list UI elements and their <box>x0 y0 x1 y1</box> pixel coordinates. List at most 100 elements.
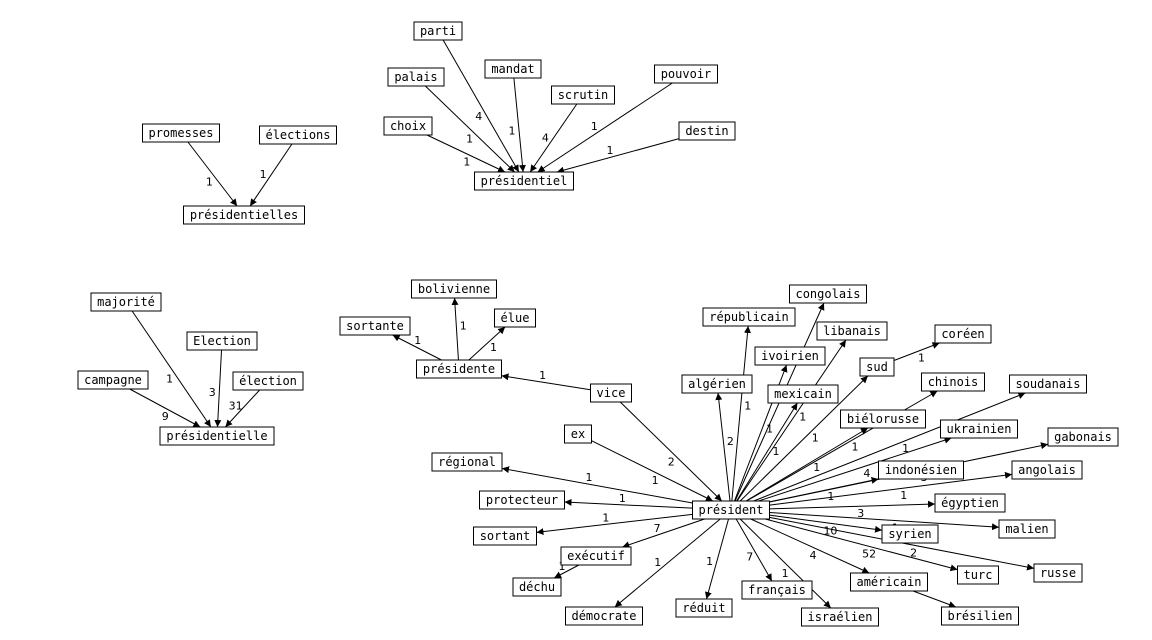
node-label: syrien <box>888 527 931 541</box>
node-box <box>90 292 162 312</box>
node-box <box>654 64 718 84</box>
node-destin: destin <box>678 121 736 141</box>
node-box <box>551 85 615 105</box>
edge-weight-label: 1 <box>852 441 859 454</box>
edge-weight-label: 1 <box>591 120 598 133</box>
node-box <box>1011 460 1083 480</box>
node-box <box>473 526 537 546</box>
node-americain: américain <box>850 572 928 592</box>
edge-arrow <box>129 388 201 428</box>
node-sortant: sortant <box>473 526 537 546</box>
edge-weight-label: 7 <box>746 551 753 564</box>
node-israelien: israélien <box>801 607 879 627</box>
node-box <box>934 324 992 344</box>
node-label: palais <box>394 70 437 84</box>
node-label: sortante <box>346 319 404 333</box>
node-label: soudanais <box>1015 377 1080 391</box>
edge-weight-label: 1 <box>812 431 819 444</box>
node-box <box>159 426 275 446</box>
node-label: campagne <box>84 373 142 387</box>
edge-executif-dechu <box>553 564 580 579</box>
node-soudanais: soudanais <box>1009 374 1087 394</box>
node-presidentielles: présidentielles <box>183 205 305 225</box>
node-bolivienne: bolivienne <box>411 279 497 299</box>
node-box <box>934 493 1006 513</box>
node-box <box>940 419 1018 439</box>
edge-arrow <box>392 334 442 361</box>
edge-president-reduit <box>704 518 730 600</box>
edge-arrow <box>736 339 847 502</box>
edge-weight-label: 1 <box>463 156 470 169</box>
node-label: réduit <box>682 601 725 615</box>
node-box <box>921 372 985 392</box>
edge-majorite-presidentielle <box>131 310 212 428</box>
edge-mandat-presidentiel <box>513 77 526 173</box>
node-box <box>801 607 879 627</box>
edge-president-americain <box>750 518 870 574</box>
edge-weight-label: 1 <box>799 410 806 423</box>
edge-arrow <box>746 390 938 502</box>
edge-arrow <box>614 518 721 608</box>
node-box <box>859 357 895 377</box>
node-chinois: chinois <box>921 372 985 392</box>
node-Election: Election <box>186 331 258 351</box>
node-box <box>232 371 304 391</box>
edge-weight-label: 4 <box>810 549 817 562</box>
node-ex: ex <box>564 424 592 444</box>
node-label: majorité <box>97 295 155 309</box>
edge-weight-label: 2 <box>727 435 734 448</box>
node-francais: français <box>741 580 813 600</box>
edge-weight-label: 1 <box>414 334 421 347</box>
node-box <box>767 384 839 404</box>
node-box <box>998 519 1056 539</box>
edge-arrow <box>704 518 730 600</box>
edge-arrow <box>765 518 958 572</box>
edge-choix-presidentiel <box>426 134 506 173</box>
edge-weight-label: 1 <box>619 492 626 505</box>
edge-arrow <box>501 373 591 391</box>
node-box <box>387 67 445 87</box>
edge-scrutin-presidentiel <box>529 103 578 173</box>
edge-arrow <box>715 392 731 502</box>
edge-president-democrate <box>614 518 721 608</box>
node-label: républicain <box>709 310 788 324</box>
node-box <box>142 123 220 143</box>
node-label: scrutin <box>558 88 609 102</box>
node-box <box>881 524 939 544</box>
edge-presidente-elue <box>468 326 506 361</box>
node-box <box>1009 374 1087 394</box>
edge-arrow <box>529 103 578 173</box>
node-presidentielle: présidentielle <box>159 426 275 446</box>
node-box <box>840 409 926 429</box>
edge-president-angolais <box>769 471 1013 506</box>
edge-arrow <box>769 500 936 510</box>
edge-weight-label: 1 <box>772 445 779 458</box>
edge-palais-presidentiel <box>424 85 516 173</box>
node-russe: russe <box>1033 563 1083 583</box>
node-box <box>878 460 964 480</box>
node-scrutin: scrutin <box>551 85 615 105</box>
node-label: protecteur <box>486 493 558 507</box>
edge-arrow <box>769 511 1000 531</box>
edge-arrow <box>214 349 223 428</box>
node-box <box>259 125 337 145</box>
node-mexicain: mexicain <box>767 384 839 404</box>
edge-arrow <box>451 297 459 361</box>
edge-presidente-sortante <box>392 334 442 361</box>
node-label: chinois <box>928 375 979 389</box>
edge-president-bielorusse <box>745 427 869 502</box>
node-label: coréen <box>941 327 984 341</box>
edge-weight-label: 1 <box>585 471 592 484</box>
edge-weight-label: 4 <box>475 110 482 123</box>
edge-arrow <box>758 436 952 502</box>
node-label: ukrainien <box>946 422 1011 436</box>
edge-arrow <box>187 141 238 207</box>
edge-weight-label: 7 <box>654 522 661 535</box>
edge-weight-label: 1 <box>652 474 659 487</box>
node-bresilien: brésilien <box>941 606 1019 626</box>
node-box <box>383 116 433 136</box>
edge-president-protecteur <box>564 498 693 509</box>
node-box <box>692 500 770 520</box>
